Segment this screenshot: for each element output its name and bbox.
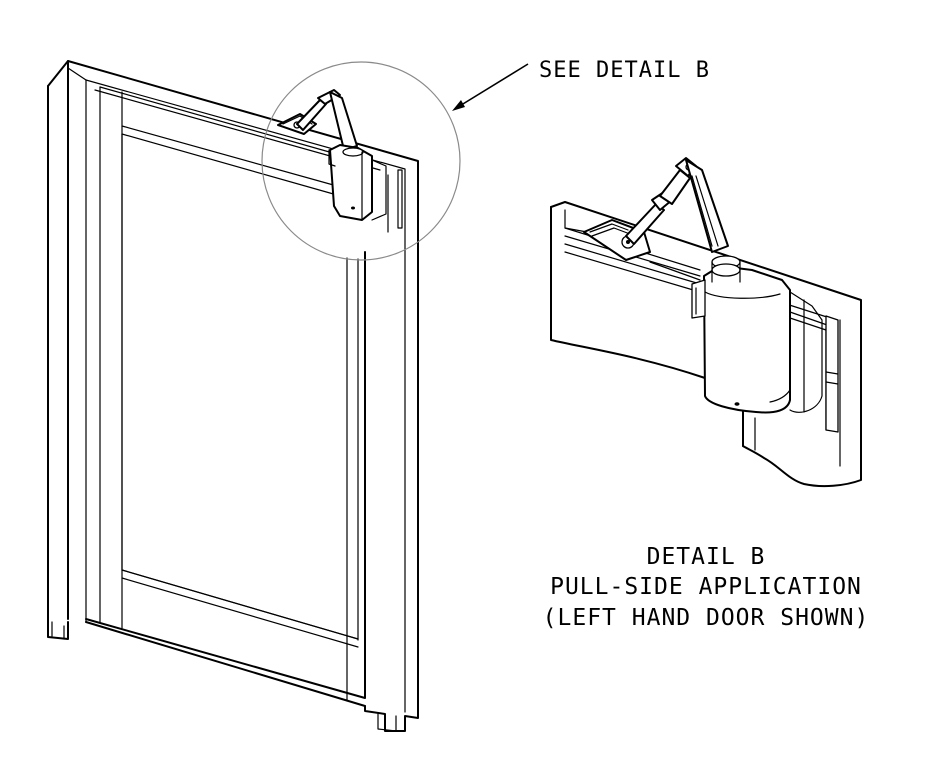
callout-leader-line — [457, 63, 529, 108]
callout-arrowhead — [452, 100, 465, 111]
door-frame-outline — [47, 60, 419, 732]
door-assembly-drawing — [47, 60, 461, 732]
detail-b-enlarged-view — [550, 157, 862, 488]
callout-see-detail-b: SEE DETAIL B — [452, 58, 710, 111]
detail-frame-header — [550, 201, 862, 488]
detail-closer-arm — [625, 157, 729, 253]
caption-application: PULL-SIDE APPLICATION — [550, 574, 862, 600]
detail-b-circle — [261, 61, 461, 261]
caption-hand-note: (LEFT HAND DOOR SHOWN) — [543, 605, 870, 631]
detail-b-caption: DETAIL B PULL-SIDE APPLICATION (LEFT HAN… — [543, 544, 870, 631]
door-leaf-outline — [85, 251, 366, 707]
callout-label: SEE DETAIL B — [539, 58, 710, 83]
detail-hinge — [825, 315, 839, 433]
door-closer-small — [277, 89, 387, 221]
detail-door-closer-body — [691, 255, 823, 414]
caption-title: DETAIL B — [647, 544, 766, 570]
